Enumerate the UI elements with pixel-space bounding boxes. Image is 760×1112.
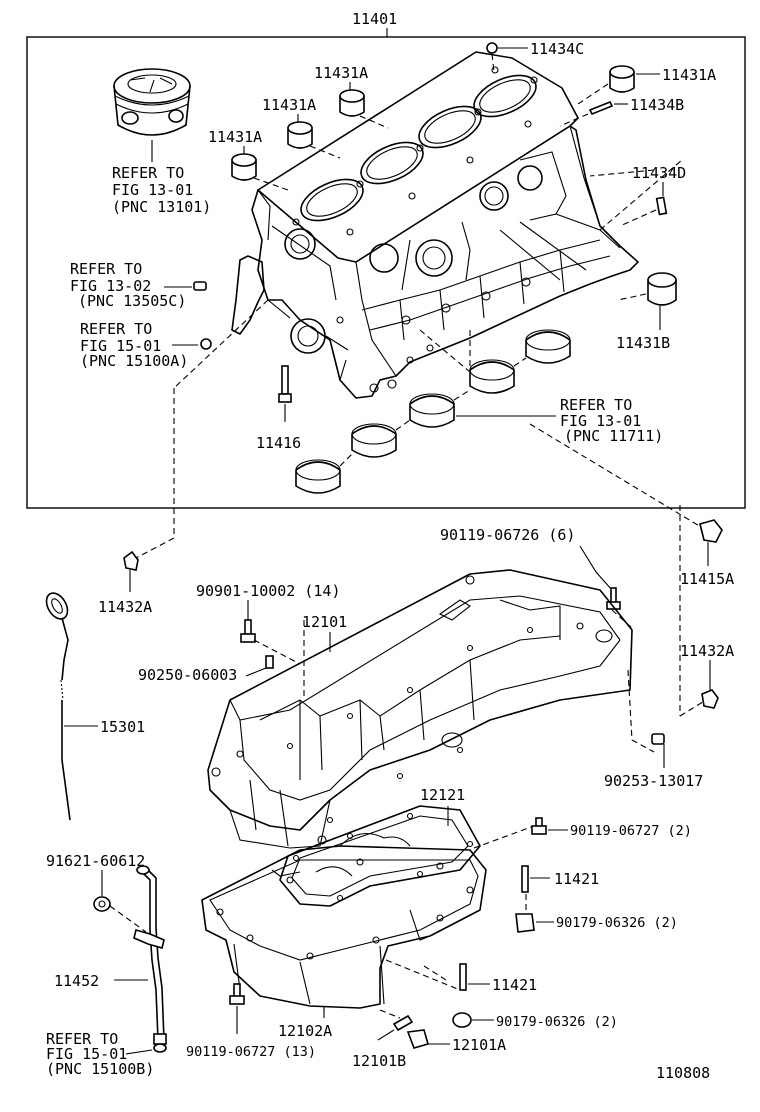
dipstick-guide-11452: [133, 865, 167, 1045]
label-90250-06003: 90250-06003: [138, 666, 237, 684]
piston-illustration: [113, 68, 191, 136]
label-11431A-right: 11431A: [662, 66, 716, 84]
label-12101: 12101: [302, 613, 347, 631]
label-11452: 11452: [54, 972, 99, 990]
label-11415A: 11415A: [680, 570, 734, 588]
part-90119-06726-bolt: [606, 587, 621, 610]
label-11431A-3: 11431A: [208, 128, 262, 146]
part-11431A-2: [287, 121, 313, 149]
label-11431B: 11431B: [616, 334, 670, 352]
label-11431A-1: 11431A: [314, 64, 368, 82]
part-11416: [278, 365, 292, 403]
part-11431B: [647, 272, 677, 306]
part-11431A-1: [339, 89, 365, 117]
ref-11711-label: REFER TO FIG 13-01 (PNC 11711): [560, 396, 663, 445]
label-11421-b: 11421: [492, 976, 537, 994]
label-12121: 12121: [420, 786, 465, 804]
part-90179-a: [515, 913, 535, 933]
part-12101A: [406, 1029, 429, 1049]
part-11434B: [588, 100, 614, 116]
label-90119-06726: 90119-06726 (6): [440, 526, 575, 544]
part-90119-06727-13: [229, 983, 245, 1005]
part-11431A-right: [609, 65, 635, 93]
ref-13505C-label: REFER TO FIG 13-02 (PNC 13505C): [70, 260, 186, 310]
label-90179-06326-b: 90179-06326 (2): [496, 1014, 618, 1030]
label-11434C: 11434C: [530, 40, 584, 58]
part-90119-06727-2: [531, 817, 547, 835]
ref-15100A-label: REFER TO FIG 15-01 (PNC 15100A): [80, 320, 188, 370]
label-12102A: 12102A: [278, 1022, 332, 1040]
label-11416: 11416: [256, 434, 301, 452]
oil-pan-lower: [201, 845, 487, 1009]
label-15301: 15301: [100, 718, 145, 736]
label-90179-06326-a: 90179-06326 (2): [556, 915, 678, 931]
oil-pan-gasket: [279, 805, 481, 907]
label-11421-a: 11421: [554, 870, 599, 888]
label-12101A: 12101A: [452, 1036, 506, 1054]
part-90253-13017: [651, 733, 665, 745]
label-12101B: 12101B: [352, 1052, 406, 1070]
diagram-id: 110808: [656, 1064, 710, 1082]
part-11432A-right: [701, 689, 719, 709]
part-90179-b: [452, 1012, 472, 1028]
label-91621-60612: 91621-60612: [46, 852, 145, 870]
part-90250-pin: [265, 655, 274, 669]
part-ref-15100B: [153, 1043, 167, 1053]
label-11432A-right: 11432A: [680, 642, 734, 660]
ref-15100B-label: REFER TO FIG 15-01 (PNC 15100B): [46, 1030, 154, 1078]
part-91621-bolt: [93, 896, 111, 912]
label-90901-10002: 90901-10002 (14): [196, 582, 341, 600]
part-11421-a: [521, 865, 529, 893]
label-11434D: 11434D: [632, 164, 686, 182]
label-90119-06727-2: 90119-06727 (2): [570, 823, 692, 839]
group-label-11401: 11401: [352, 10, 397, 28]
ref-piston-label: REFER TO FIG 13-01 (PNC 13101): [112, 164, 211, 216]
label-11434B: 11434B: [630, 96, 684, 114]
part-ref-15100A: [200, 338, 212, 350]
label-90253-13017: 90253-13017: [604, 772, 703, 790]
label-90119-06727-13: 90119-06727 (13): [186, 1044, 316, 1060]
part-11432A-left: [123, 550, 139, 571]
oil-pan-upper: [207, 569, 633, 849]
part-11434C: [486, 42, 498, 54]
label-11431A-2: 11431A: [262, 96, 316, 114]
part-90901-bolt: [240, 619, 256, 643]
label-11432A-left: 11432A: [98, 598, 152, 616]
part-11431A-3: [231, 153, 257, 181]
part-11434D: [655, 196, 668, 216]
cylinder-block-group-box: [26, 36, 746, 509]
dipstick-15301: [45, 592, 71, 821]
part-11415A: [699, 519, 723, 543]
part-ref-13505C: [193, 281, 207, 291]
part-11421-b: [459, 963, 467, 991]
crank-bearings: [295, 329, 571, 494]
part-12101B: [392, 1014, 414, 1032]
